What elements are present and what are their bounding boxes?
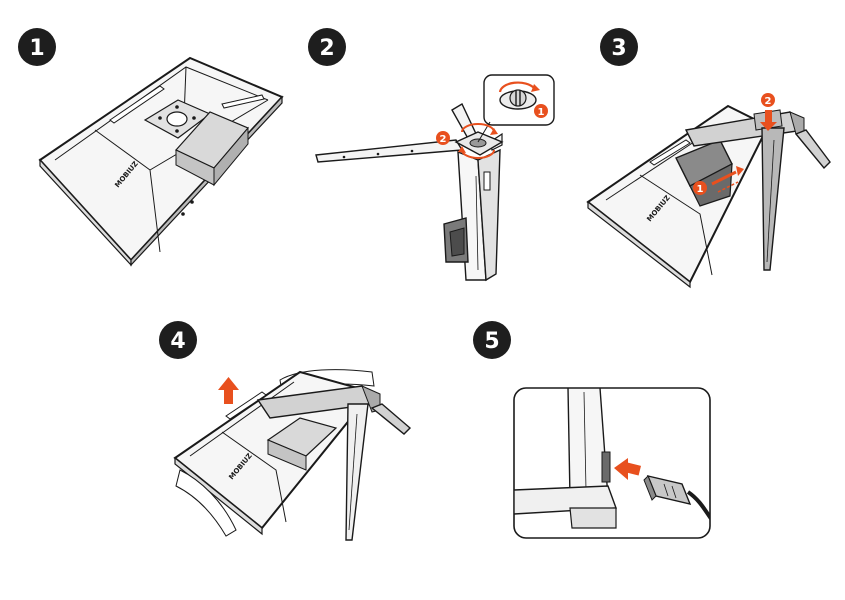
- step-number-5: 5: [484, 329, 499, 354]
- monitor-back-view: MOBIUZ: [38, 56, 284, 267]
- right-arrow-icon: [614, 458, 642, 480]
- step-badge-circle: [308, 28, 346, 66]
- step-badge-3: 3: [600, 28, 638, 66]
- step-1: 1 MOBIUZ: [18, 28, 284, 267]
- step-badge-circle: [600, 28, 638, 66]
- callout-2: 2: [436, 131, 450, 145]
- rotate-arrow-icon: [461, 123, 495, 133]
- step-number-3: 3: [611, 36, 626, 61]
- stand-attached-to-monitor: MOBIUZ 1: [586, 93, 831, 289]
- svg-text:1: 1: [697, 184, 704, 195]
- step-2: 2: [308, 28, 555, 282]
- callout-2: 2: [761, 93, 775, 107]
- stand-assembly: 1 2: [315, 74, 555, 282]
- step-badge-4: 4: [159, 321, 197, 359]
- insert-arrow-icon: [711, 166, 744, 193]
- svg-text:2: 2: [440, 134, 447, 145]
- svg-text:1: 1: [538, 107, 545, 118]
- power-socket: [601, 451, 611, 483]
- step-5: 5: [473, 321, 711, 539]
- step-3: 3 MOBIUZ: [586, 28, 831, 289]
- step-number-2: 2: [319, 36, 334, 61]
- step-badge-2: 2: [308, 28, 346, 66]
- power-cable-connection-view: [513, 387, 711, 539]
- down-arrow-icon: [760, 110, 777, 131]
- step-number-1: 1: [29, 36, 44, 61]
- callout-1: 1: [534, 104, 548, 118]
- step-4: 4 MOBIUZ: [159, 321, 412, 541]
- step-badge-circle: [18, 28, 56, 66]
- lift-monitor-view: MOBIUZ: [173, 369, 412, 541]
- step-badge-circle: [159, 321, 197, 359]
- svg-text:2: 2: [765, 96, 772, 107]
- up-arrow-icon: [218, 377, 239, 404]
- step-badge-5: 5: [473, 321, 511, 359]
- step-badge-circle: [473, 321, 511, 359]
- step-badge-1: 1: [18, 28, 56, 66]
- callout-1: 1: [693, 181, 707, 195]
- step-number-4: 4: [170, 329, 185, 354]
